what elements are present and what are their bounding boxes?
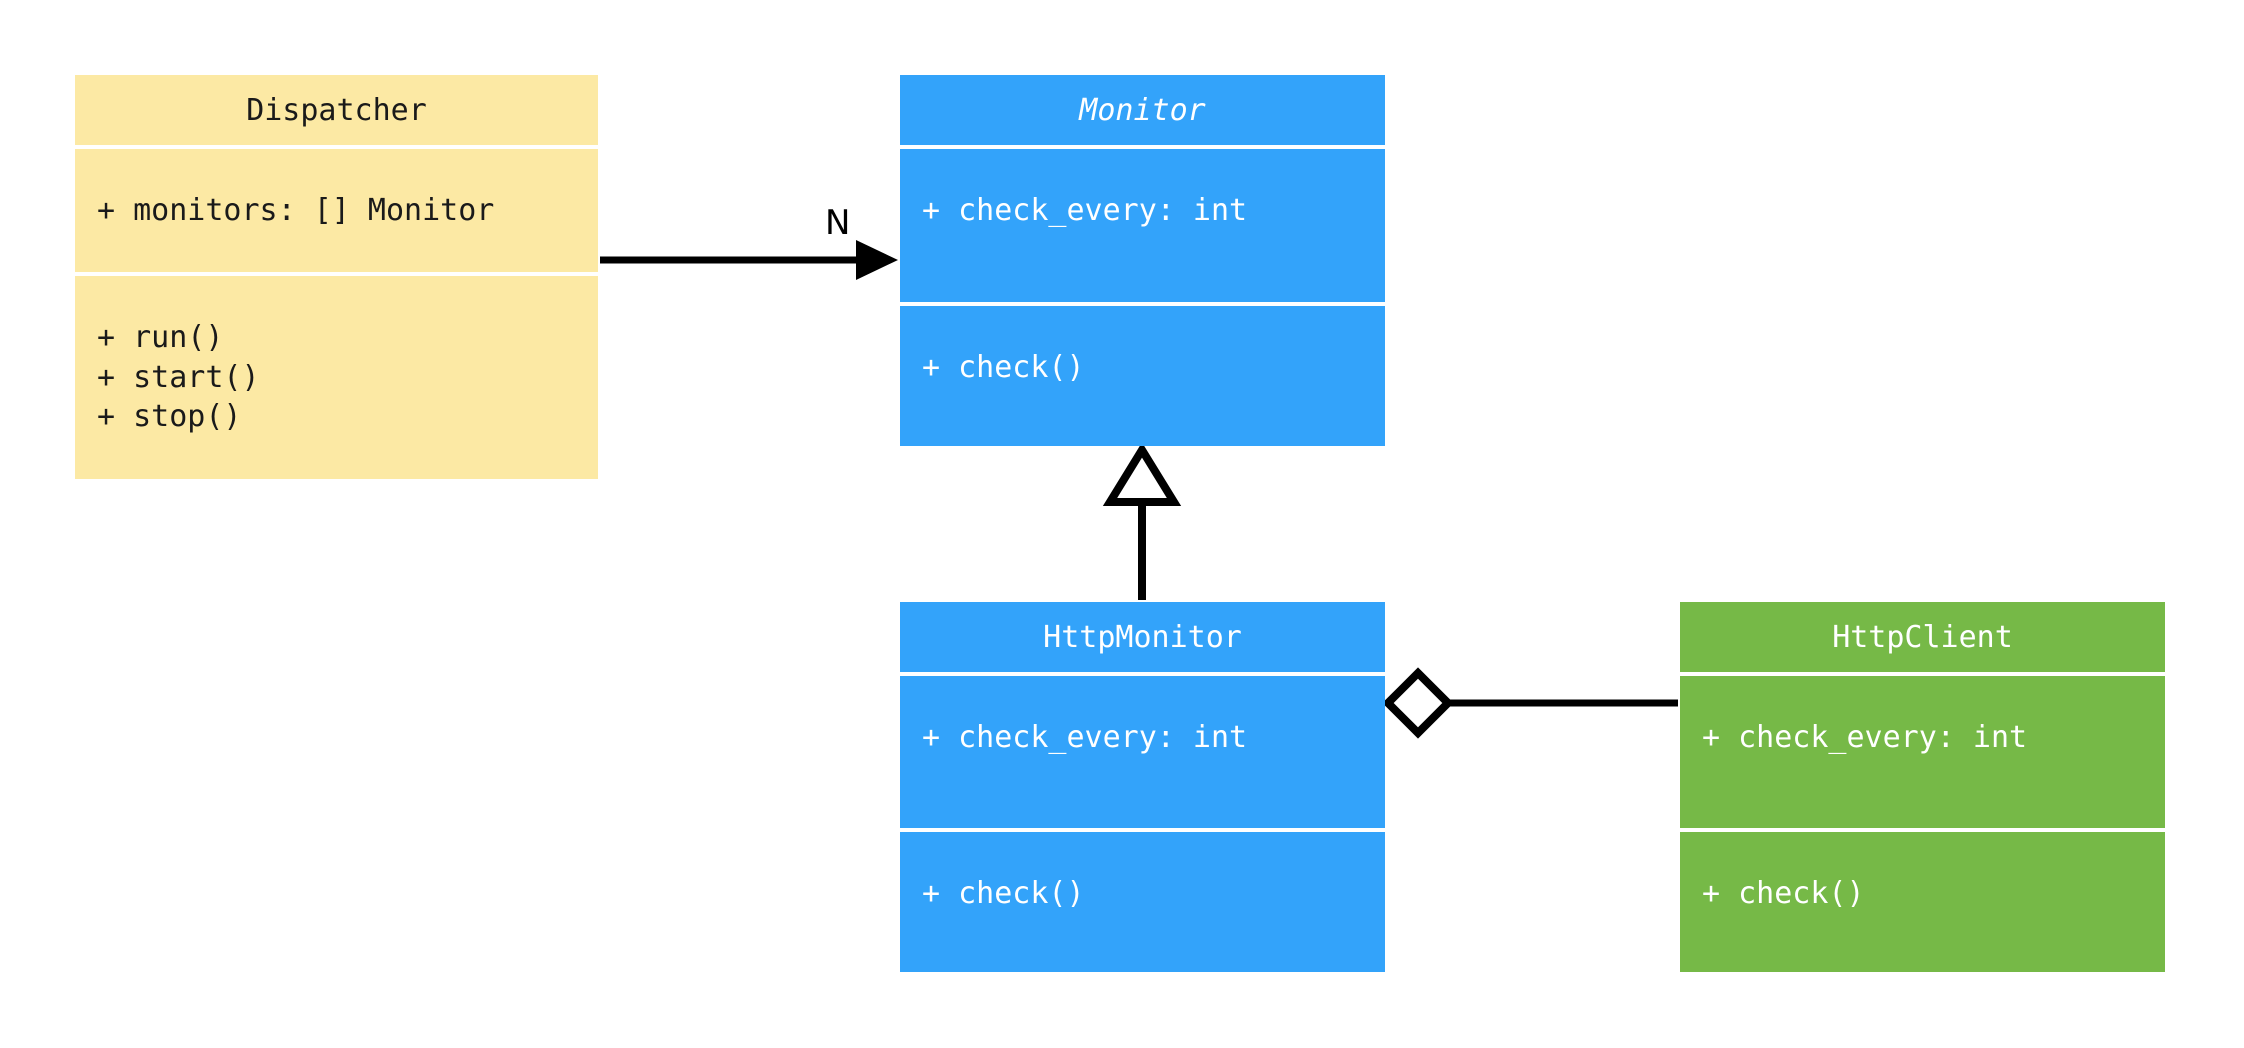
hollow-triangle-icon bbox=[1102, 442, 1182, 506]
hollow-diamond-icon bbox=[1382, 667, 1454, 739]
method-rows: + check() bbox=[922, 875, 1085, 911]
class-name-http-monitor: HttpMonitor bbox=[900, 602, 1385, 672]
generalization-httpmonitor-monitor bbox=[1102, 442, 1182, 600]
association-dispatcher-monitor bbox=[600, 240, 898, 280]
attribute-row: + check_every: int bbox=[922, 719, 1248, 755]
class-methods-dispatcher: + run() + start() + stop() bbox=[75, 276, 598, 479]
class-methods-http-monitor: + check() bbox=[900, 831, 1385, 972]
class-name-dispatcher: Dispatcher bbox=[75, 75, 598, 145]
class-box-http-monitor[interactable]: HttpMonitor + check_every: int + check() bbox=[900, 602, 1385, 972]
method-rows: + check() bbox=[922, 349, 1085, 385]
class-methods-http-client: + check() bbox=[1680, 831, 2165, 972]
filled-arrowhead-icon bbox=[856, 240, 898, 280]
association-multiplicity-label: N bbox=[825, 203, 851, 243]
class-box-dispatcher[interactable]: Dispatcher + monitors: [] Monitor + run(… bbox=[75, 75, 598, 479]
class-name-monitor: Monitor bbox=[900, 75, 1385, 145]
method-rows: + run() + start() + stop() bbox=[97, 320, 260, 435]
attribute-row: + check_every: int bbox=[1702, 719, 2028, 755]
attribute-row: + check_every: int bbox=[922, 192, 1248, 228]
class-attributes-http-client: + check_every: int bbox=[1680, 675, 2165, 828]
class-attributes-monitor: + check_every: int bbox=[900, 148, 1385, 302]
method-rows: + check() bbox=[1702, 875, 1865, 911]
class-attributes-http-monitor: + check_every: int bbox=[900, 675, 1385, 828]
class-name-http-client: HttpClient bbox=[1680, 602, 2165, 672]
aggregation-httpmonitor-httpclient bbox=[1382, 667, 1678, 739]
class-box-monitor[interactable]: Monitor + check_every: int + check() bbox=[900, 75, 1385, 446]
class-attributes-dispatcher: + monitors: [] Monitor bbox=[75, 148, 598, 273]
class-methods-monitor: + check() bbox=[900, 305, 1385, 446]
class-box-http-client[interactable]: HttpClient + check_every: int + check() bbox=[1680, 602, 2165, 972]
attribute-row: + monitors: [] Monitor bbox=[97, 192, 495, 228]
